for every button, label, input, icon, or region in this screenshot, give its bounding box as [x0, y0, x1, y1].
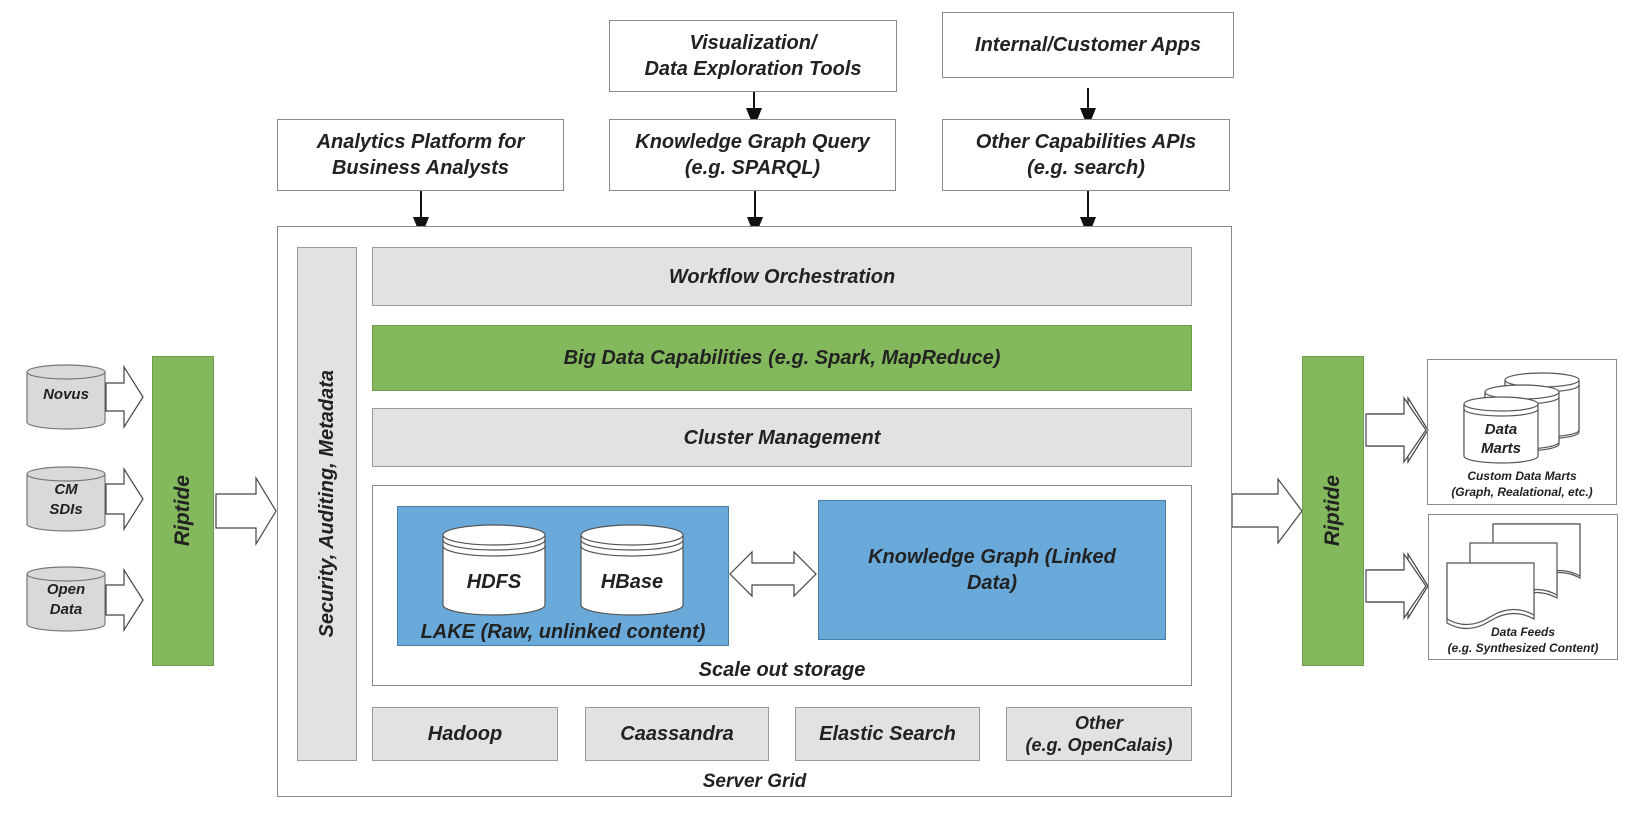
grid-to-riptide-arrow	[1231, 477, 1303, 545]
elastic-search-box: Elastic Search	[795, 707, 980, 761]
riptide-to-grid-arrow	[215, 475, 277, 547]
hadoop-box: Hadoop	[372, 707, 558, 761]
cluster-management-box: Cluster Management	[372, 408, 1192, 467]
caassandra-box: Caassandra	[585, 707, 769, 761]
hbase-label: HBase	[600, 571, 664, 593]
riptide-left: Riptide	[152, 356, 214, 666]
data-feeds-panel	[1428, 514, 1618, 660]
other-box: Other (e.g. OpenCalais)	[1006, 707, 1192, 761]
novus-cylinder	[26, 364, 106, 430]
open-data-block-arrow	[105, 567, 144, 633]
workflow-label: Workflow Orchestration	[668, 265, 896, 288]
server-grid-label: Server Grid	[702, 771, 807, 792]
cm-sdis-label: CM SDIs	[49, 481, 83, 518]
internal-apps-box: Internal/Customer Apps	[942, 12, 1234, 78]
data-marts-label: Data Marts	[1480, 421, 1521, 457]
cluster-label: Cluster Management	[683, 426, 881, 449]
lake-label: LAKE (Raw, unlinked content)	[420, 621, 706, 643]
riptide-right: Riptide	[1302, 356, 1364, 666]
hdfs-cylinder-fg	[442, 524, 546, 616]
analytics-platform-box: Analytics Platform for Business Analysts	[277, 119, 564, 191]
other-apis-box: Other Capabilities APIs (e.g. search)	[942, 119, 1230, 191]
mart-front-fg	[1463, 396, 1539, 464]
novus-label: Novus	[43, 386, 89, 403]
analytics-platform-label: Analytics Platform for Business Analysts	[316, 131, 525, 179]
riptide-to-marts-arrow-fg	[1365, 396, 1427, 464]
kg-query-label: Knowledge Graph Query (e.g. SPARQL)	[635, 131, 870, 179]
lake-kg-double-arrow-fg	[729, 550, 817, 598]
big-data-label: Big Data Capabilities (e.g. Spark, MapRe…	[563, 347, 1001, 369]
big-data-box: Big Data Capabilities (e.g. Spark, MapRe…	[372, 325, 1192, 391]
viz-tools-label: Visualization/ Data Exploration Tools	[644, 32, 862, 80]
open-data-label: Open Data	[46, 581, 86, 618]
feed-front-fg	[1446, 562, 1535, 626]
scale-out-label: Scale out storage	[698, 659, 866, 681]
security-column: Security, Auditing, Metadata	[297, 247, 357, 761]
knowledge-graph-label: Knowledge Graph (Linked Data)	[868, 546, 1116, 594]
riptide-to-feeds-arrow-fg	[1365, 552, 1427, 620]
viz-tools-box: Visualization/ Data Exploration Tools	[609, 20, 897, 92]
kg-query-box: Knowledge Graph Query (e.g. SPARQL)	[609, 119, 896, 191]
scale-out-storage-box	[372, 485, 1192, 686]
caassandra-label: Caassandra	[620, 723, 734, 745]
hbase-cylinder-fg	[580, 524, 684, 616]
other-label: Other (e.g. OpenCalais)	[1025, 713, 1173, 755]
open-data-cylinder	[26, 566, 106, 632]
novus-block-arrow	[105, 364, 144, 430]
internal-apps-label: Internal/Customer Apps	[975, 34, 1201, 56]
elastic-label: Elastic Search	[819, 723, 956, 745]
hdfs-label: HDFS	[466, 571, 522, 593]
custom-marts-caption: Custom Data Marts (Graph, Realational, e…	[1451, 469, 1593, 499]
cm-sdis-cylinder	[26, 466, 106, 532]
workflow-orchestration-box: Workflow Orchestration	[372, 247, 1192, 306]
cm-block-arrow	[105, 466, 144, 532]
knowledge-graph-box: Knowledge Graph (Linked Data)	[818, 500, 1166, 640]
data-feeds-caption: Data Feeds (e.g. Synthesized Content)	[1447, 625, 1599, 655]
custom-data-marts-panel	[1427, 359, 1617, 505]
other-apis-label: Other Capabilities APIs (e.g. search)	[975, 131, 1197, 179]
hadoop-label: Hadoop	[427, 723, 503, 745]
